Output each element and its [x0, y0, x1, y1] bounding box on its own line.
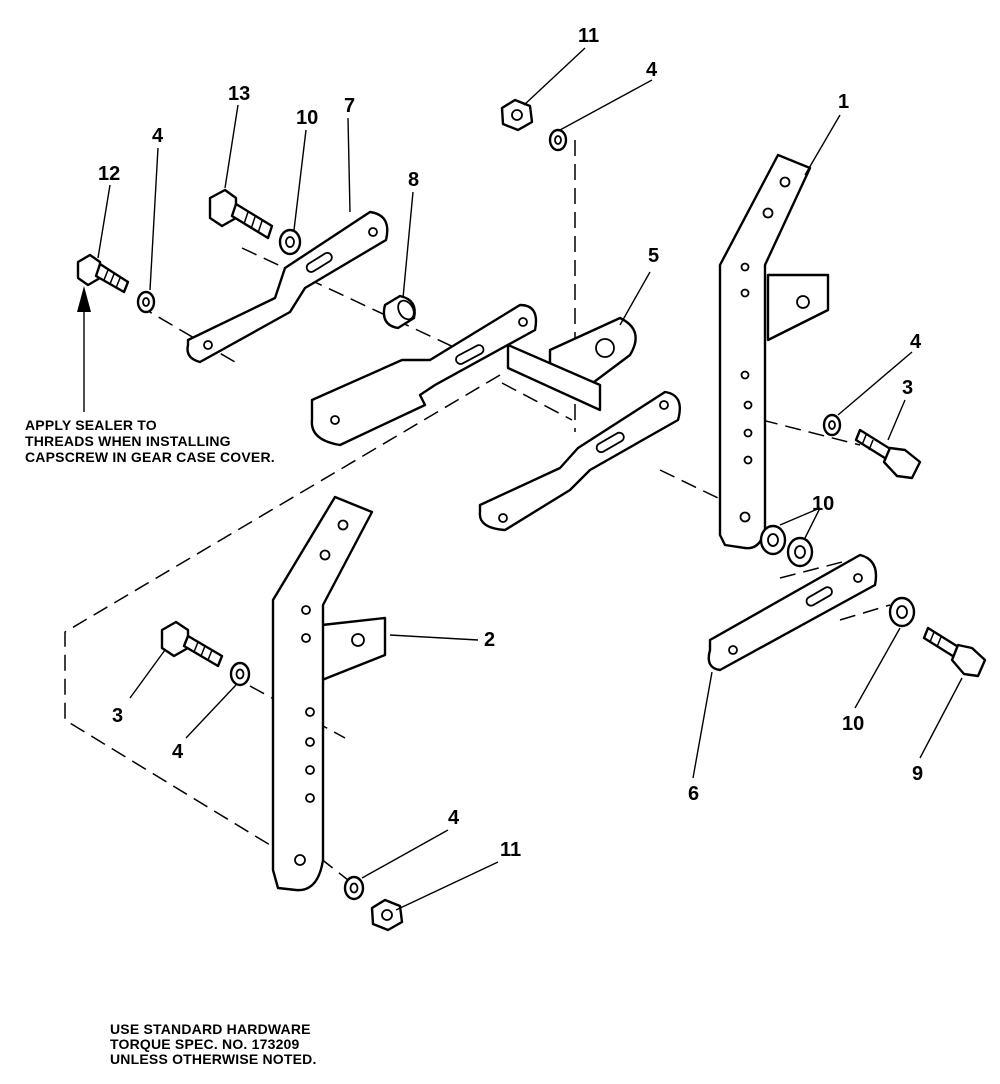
callout-9: 9	[912, 763, 923, 785]
callout-10: 10	[842, 713, 864, 735]
callout-13: 13	[228, 83, 250, 105]
capscrew-3-left	[160, 620, 224, 668]
washer-10-right	[888, 596, 916, 628]
lock-washer-4-top	[548, 128, 568, 152]
callout-4: 4	[910, 331, 922, 353]
leader-lines	[77, 47, 963, 911]
callout-2: 2	[484, 629, 495, 651]
part-6-plate	[707, 553, 878, 672]
callout-4: 4	[172, 741, 184, 763]
sealer-note-line: CAPSCREW IN GEAR CASE COVER.	[25, 449, 275, 465]
callout-4: 4	[646, 59, 658, 81]
lock-washer-4-bottom	[343, 875, 365, 901]
callout-4: 4	[448, 807, 460, 829]
callout-4: 4	[152, 125, 164, 147]
part-7-plate	[186, 210, 389, 364]
capscrew-9	[922, 626, 987, 678]
callout-5: 5	[648, 245, 659, 267]
washer-10-top	[278, 228, 302, 256]
nut-11-top	[500, 98, 534, 132]
callout-3: 3	[902, 377, 913, 399]
nut-11-bottom	[370, 898, 404, 932]
washers-10-pair	[759, 524, 814, 568]
part-2-bracket-left	[271, 495, 387, 892]
spacer-8	[382, 294, 416, 330]
part-1-bracket-right	[718, 153, 830, 550]
hardware-note: USE STANDARD HARDWARE TORQUE SPEC. NO. 1…	[110, 1021, 317, 1067]
callout-8: 8	[408, 169, 419, 191]
callout-3: 3	[112, 705, 123, 727]
lock-washer-4-left	[136, 290, 156, 314]
hardware-note-line: USE STANDARD HARDWARE	[110, 1021, 311, 1037]
callout-10: 10	[812, 493, 834, 515]
sealer-note-line: THREADS WHEN INSTALLING	[25, 433, 231, 449]
lock-washer-4-right	[822, 413, 842, 437]
hardware-note-line: UNLESS OTHERWISE NOTED.	[110, 1051, 317, 1067]
sealer-note-line: APPLY SEALER TO	[25, 417, 157, 433]
capscrew-12	[76, 253, 130, 294]
callout-10: 10	[296, 107, 318, 129]
lock-washer-4-mid-left	[229, 661, 251, 687]
capscrew-3-right	[854, 428, 922, 480]
callout-1: 1	[838, 91, 849, 113]
callout-7: 7	[344, 95, 355, 117]
callout-11: 11	[500, 839, 521, 861]
callout-6: 6	[688, 783, 699, 805]
hardware-note-line: TORQUE SPEC. NO. 173209	[110, 1036, 300, 1052]
callout-12: 12	[98, 163, 120, 185]
callout-11: 11	[578, 25, 599, 47]
capscrew-13	[208, 188, 274, 240]
part-5-center-bracket	[310, 303, 682, 532]
callout-labels: 1 2 3 3 4 4 4 4 4 5 6 7 8 9 10 10 10 11 …	[98, 25, 923, 861]
sealer-note: APPLY SEALER TO THREADS WHEN INSTALLING …	[25, 417, 275, 465]
